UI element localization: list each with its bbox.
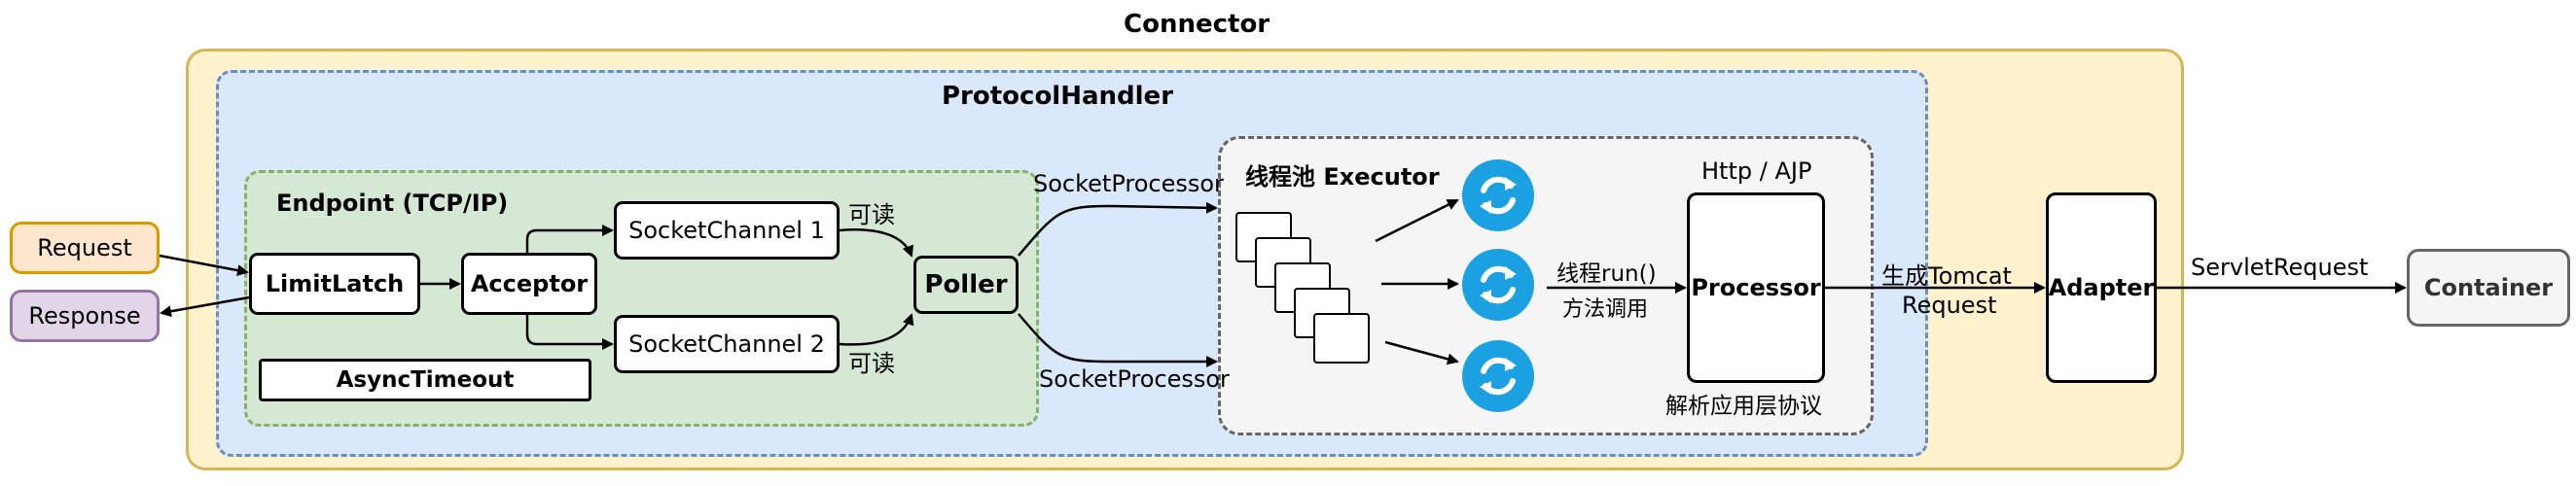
task-card — [1313, 313, 1370, 364]
read-label-1: 可读 — [848, 201, 895, 228]
protocol-label: Http / AJP — [1701, 157, 1812, 185]
generate-label-1: 生成Tomcat — [1881, 262, 2012, 290]
arrow-request-to-limitlatch — [159, 254, 249, 277]
refresh-icon — [1462, 340, 1534, 412]
protocol-handler-title: ProtocolHandler — [942, 82, 1174, 111]
limit-latch-label: LimitLatch — [265, 270, 405, 297]
poller-label: Poller — [924, 270, 1008, 299]
async-timeout-label: AsyncTimeout — [336, 367, 515, 393]
response-label: Response — [28, 302, 141, 330]
arrow-poller-to-executor-bottom — [1018, 313, 1218, 367]
servlet-request-label: ServletRequest — [2191, 254, 2369, 281]
refresh-icon — [1462, 159, 1534, 231]
endpoint-title: Endpoint (TCP/IP) — [276, 190, 509, 217]
poller-node[interactable]: Poller — [913, 256, 1019, 314]
call-label-1: 线程run() — [1556, 261, 1657, 287]
processor-label: Processor — [1691, 274, 1821, 301]
arrow-acceptor-to-channel-1 — [525, 225, 614, 253]
processor-caption: 解析应用层协议 — [1665, 394, 1822, 419]
acceptor-node[interactable]: Acceptor — [461, 253, 597, 315]
call-label-2: 方法调用 — [1562, 297, 1649, 322]
limit-latch-node[interactable]: LimitLatch — [249, 253, 420, 315]
arrow-task-to-thread-1 — [1375, 198, 1459, 243]
arrow-acceptor-to-channel-2 — [525, 315, 614, 350]
async-timeout-node[interactable]: AsyncTimeout — [259, 359, 591, 401]
socket-channel-1-node[interactable]: SocketChannel 1 — [614, 201, 840, 260]
arrow-channel-1-to-poller — [839, 228, 913, 258]
acceptor-label: Acceptor — [470, 270, 589, 297]
socket-processor-bottom-label: SocketProcessor — [1039, 365, 1230, 393]
adapter-label: Adapter — [2048, 274, 2155, 301]
executor-title: 线程池 Executor — [1245, 163, 1440, 191]
arrow-limitlatch-to-response — [160, 295, 250, 318]
refresh-icon — [1462, 249, 1534, 321]
socket-channel-2-label: SocketChannel 2 — [628, 330, 825, 358]
generate-label-2: Request — [1902, 292, 1997, 319]
request-label: Request — [37, 234, 132, 261]
read-label-2: 可读 — [848, 350, 895, 377]
socket-processor-top-label: SocketProcessor — [1033, 170, 1224, 197]
response-node[interactable]: Response — [10, 290, 160, 342]
request-node[interactable]: Request — [10, 222, 160, 274]
socket-channel-2-node[interactable]: SocketChannel 2 — [614, 315, 840, 373]
container-node[interactable]: Container — [2407, 249, 2570, 327]
processor-node[interactable]: Processor — [1687, 192, 1825, 383]
socket-channel-1-label: SocketChannel 1 — [628, 217, 825, 244]
connector-title: Connector — [1124, 10, 1270, 39]
adapter-node[interactable]: Adapter — [2046, 192, 2157, 383]
arrow-channel-2-to-poller — [839, 313, 914, 346]
arrow-poller-to-executor-top — [1018, 201, 1218, 257]
arrow-task-to-thread-3 — [1384, 340, 1459, 365]
container-label: Container — [2423, 274, 2554, 301]
